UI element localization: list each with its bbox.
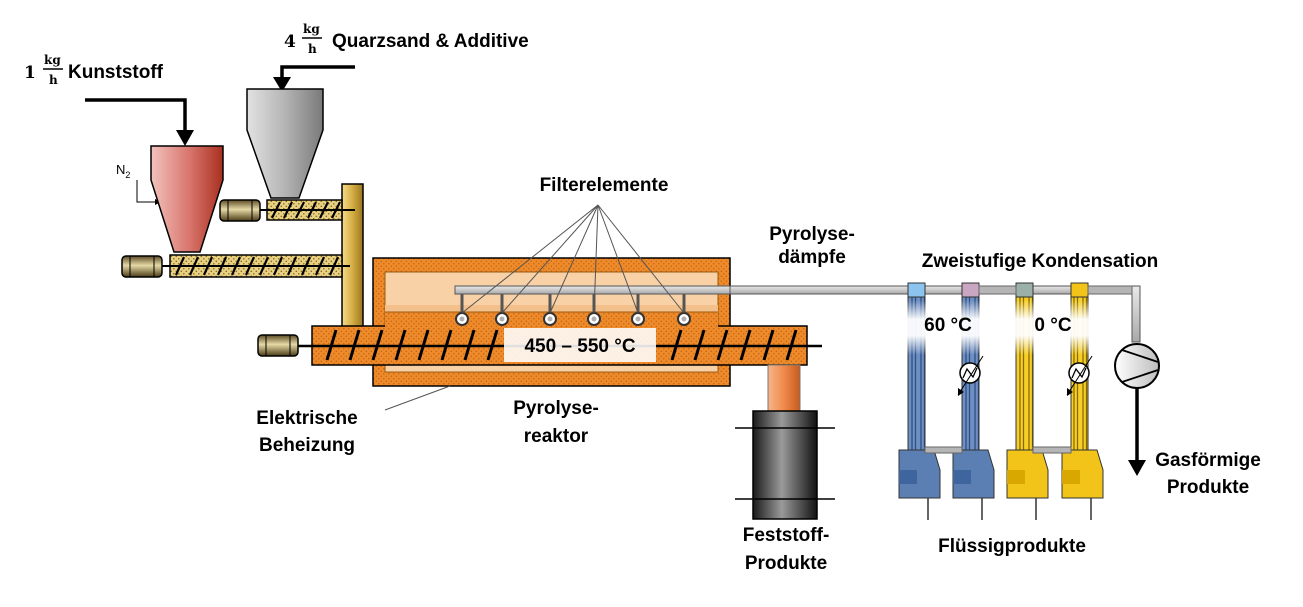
filter-elements: [455, 294, 691, 326]
solid-products-label-line1: Feststoff-: [743, 525, 830, 546]
plastic-feed-unit-denominator: h: [49, 73, 58, 87]
gaseous-products-label-line1: Gasförmige: [1155, 450, 1261, 471]
sand-feed-amount: 4: [284, 32, 296, 52]
solids-collection-drum: [735, 410, 835, 520]
plastic-feed-amount: 1: [24, 63, 36, 83]
solids-outlet-pipe: [767, 364, 801, 412]
heating-leader-line: [384, 385, 451, 411]
plastic-feed-label: 1 kg h Kunststoff: [24, 53, 164, 87]
column-label-fade: [900, 300, 1095, 355]
plastic-screw-conveyor: [160, 254, 350, 278]
sand-feed-label: 4 kg h Quarzsand & Additive: [284, 22, 529, 56]
svg-text:N2: N2: [116, 162, 130, 180]
pyrolysis-reactor-label-line2: reaktor: [524, 426, 589, 447]
plastic-feed-name: Kunststoff: [68, 62, 164, 83]
pyrolysis-vapors-label-line1: Pyrolyse-: [769, 224, 855, 245]
heat-exchanger-icon: [957, 355, 984, 396]
sand-feed-line: [273, 65, 355, 92]
column-connector-pipes: [924, 285, 1133, 454]
plastic-screw-motor: [121, 255, 163, 278]
filter-elements-label: Filterelemente: [540, 175, 669, 196]
sand-feed-unit-denominator: h: [308, 42, 317, 56]
nitrogen-subscript: 2: [125, 170, 130, 180]
pyrolysis-reactor: [311, 257, 911, 387]
plastic-feed-line: [85, 98, 194, 146]
sand-hopper: [246, 88, 324, 199]
electric-heating-label-line1: Elektrische: [256, 408, 357, 429]
reactor-temperature: 450 – 550 °C: [524, 336, 635, 357]
pyrolysis-reactor-label-line1: Pyrolyse-: [513, 398, 599, 419]
reactor-temp-backdrop: [504, 328, 656, 362]
condensation-stage2-temperature: 0 °C: [1034, 315, 1071, 336]
sand-screw-motor: [219, 199, 261, 222]
sand-feed-name: Quarzsand & Additive: [332, 31, 529, 52]
reactor-screw-motor: [257, 334, 299, 357]
pyrolysis-vapors-label-line2: dämpfe: [778, 247, 846, 268]
nitrogen-label: N: [116, 162, 125, 177]
vacuum-pump-icon: [1114, 343, 1160, 389]
condensation-stage1-temperature: 60 °C: [924, 315, 972, 336]
gas-pipe-down: [1131, 285, 1141, 343]
liquid-products-label: Flüssigprodukte: [938, 536, 1086, 557]
solid-products-label-line2: Produkte: [745, 553, 827, 574]
heat-exchanger-icon: [1066, 355, 1093, 396]
gaseous-products-label-line2: Produkte: [1167, 477, 1249, 498]
sand-screw-conveyor: [259, 199, 355, 221]
two-stage-condensation-label: Zweistufige Kondensation: [922, 251, 1158, 272]
support-post: [341, 183, 364, 329]
filter-leader-lines: [461, 204, 685, 314]
gas-outlet-arrow: [1128, 388, 1146, 476]
sand-feed-unit-numerator: kg: [303, 22, 320, 36]
electric-heating-label-line2: Beheizung: [259, 435, 355, 456]
plastic-feed-unit-numerator: kg: [44, 53, 61, 67]
plastic-hopper: [150, 145, 224, 253]
